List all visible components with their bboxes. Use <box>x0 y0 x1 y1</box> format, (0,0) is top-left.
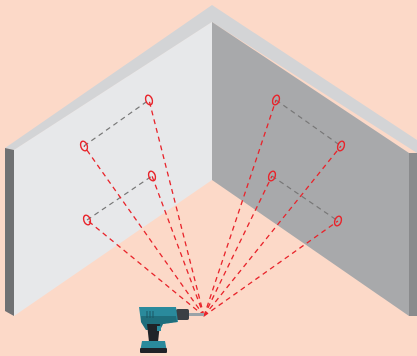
guide-line <box>83 99 150 147</box>
right-wall-edge <box>409 153 417 316</box>
guide-line <box>86 175 153 221</box>
left-wall <box>14 22 212 316</box>
left-bottom-left-mark <box>82 214 92 226</box>
guide-lines <box>83 99 342 222</box>
laser-lines <box>83 99 342 317</box>
laser-line <box>148 99 205 317</box>
left-wall-edge <box>5 148 14 316</box>
drill-trigger <box>157 326 161 331</box>
laser-line <box>203 220 339 317</box>
laser-line <box>83 145 205 317</box>
right-wall <box>212 22 409 316</box>
left-bottom-right-mark <box>147 170 157 182</box>
laser-line <box>203 175 273 317</box>
left-top-left-mark <box>79 140 89 152</box>
drill-chuck <box>176 309 189 320</box>
drill-battery-base <box>140 348 167 353</box>
drill-grip <box>147 324 160 342</box>
right-top-left-mark <box>271 94 281 106</box>
guide-line <box>271 175 339 222</box>
cordless-drill-icon <box>139 307 204 353</box>
right-bottom-left-mark <box>267 170 277 182</box>
laser-line <box>203 145 342 317</box>
drill-bit <box>188 313 204 316</box>
laser-line <box>86 219 205 317</box>
right-top-right-mark <box>336 140 346 152</box>
guide-line <box>275 99 342 147</box>
right-bottom-right-mark <box>333 215 343 227</box>
laser-line <box>203 99 277 317</box>
laser-line <box>151 175 205 317</box>
left-top-right-mark <box>144 94 154 106</box>
drill-marks <box>79 94 346 227</box>
